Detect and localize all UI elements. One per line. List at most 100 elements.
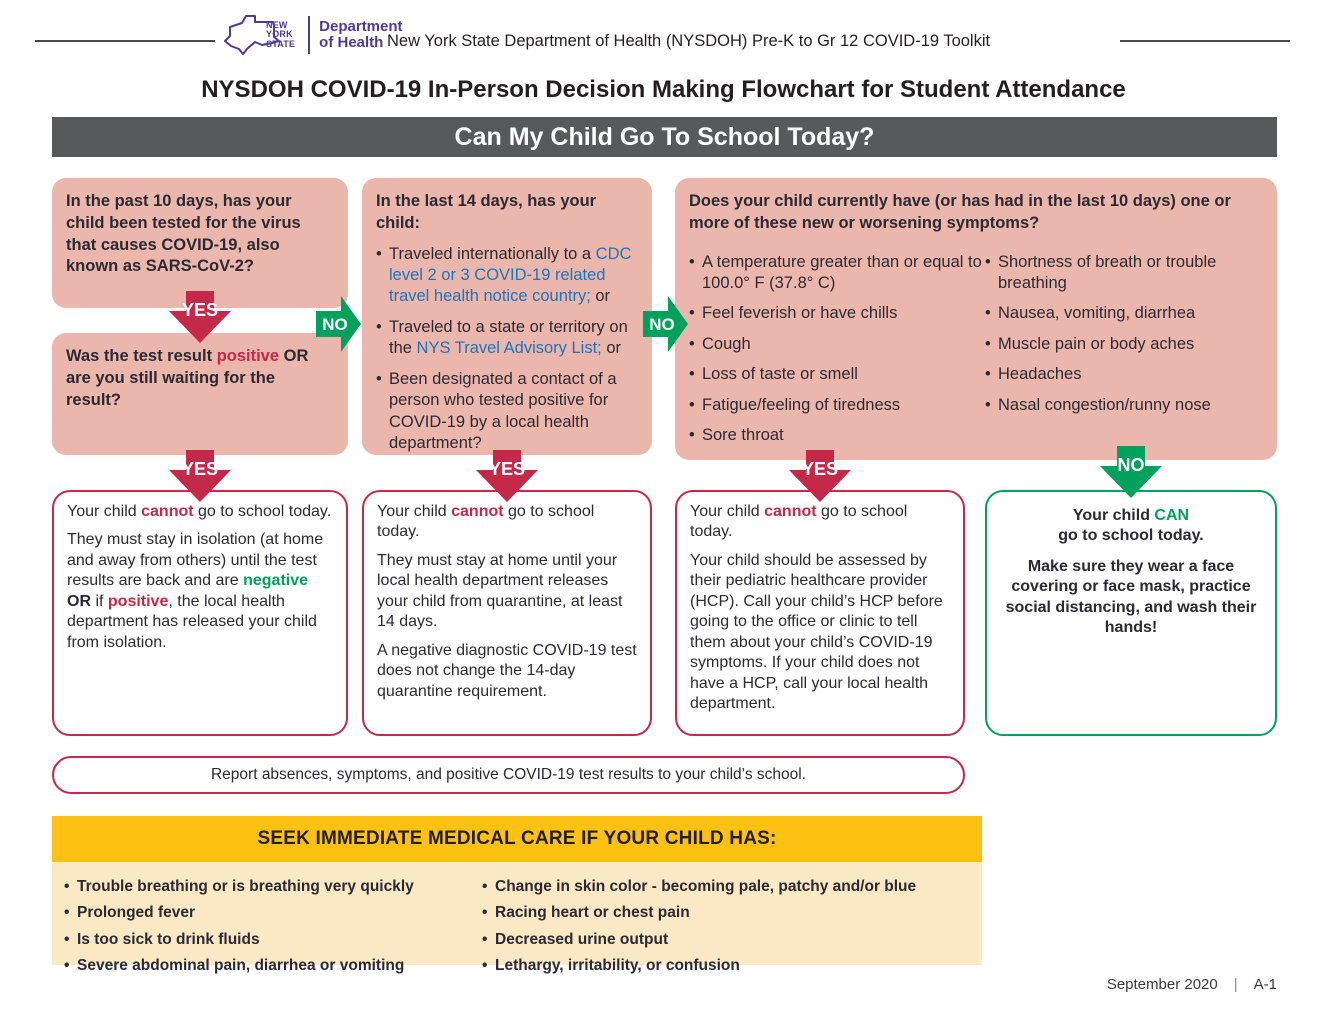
text-segment: CAN [1154, 507, 1190, 524]
outcome-box-hcp: Your child cannot go to school today. Yo… [675, 490, 965, 736]
yes-arrow-down-1: YES [169, 291, 231, 343]
text-segment: OR [67, 592, 91, 610]
text-segment: cannot [764, 503, 817, 520]
page-title: NYSDOH COVID-19 In-Person Decision Makin… [201, 76, 1126, 103]
header-rule-left [35, 40, 215, 42]
header-toolkit-text: New York State Department of Health (NYS… [387, 32, 991, 50]
outcome-paragraph: They must stay at home until your local … [377, 551, 637, 633]
report-absences-box: Report absences, symptoms, and positive … [52, 756, 965, 794]
bullet-dot: • [689, 426, 695, 445]
no-arrow-right-2: NO [643, 296, 688, 352]
bullet-dot: • [985, 304, 991, 323]
bullet-dot: • [376, 369, 382, 388]
text-segment: if [91, 592, 108, 610]
logo-dept-line: of Health [319, 34, 384, 51]
bullet-text: Nasal congestion/runny nose [998, 395, 1211, 414]
yes-arrow-down-3: YES [476, 450, 538, 502]
bullet-text: Prolonged fever [77, 904, 195, 922]
seek-care-columns: • Trouble breathing or is breathing very … [64, 870, 970, 976]
bullet-dot: • [482, 930, 488, 948]
bullet-text: Traveled to a state or territory on the … [389, 318, 628, 357]
text-segment: go to school today. [377, 503, 595, 541]
bullet-dot: • [985, 365, 991, 384]
text-segment: Been designated a contact of a person wh… [389, 369, 617, 453]
bullet-item: • Change in skin color - becoming pale, p… [482, 877, 970, 896]
bullet-text: Feel feverish or have chills [702, 304, 898, 323]
bullet-item: • Prolonged fever [64, 903, 482, 922]
bullet-item: •Severe abdominal pain, diarrhea or vomi… [64, 956, 482, 975]
bullet-text: Trouble breathing or is breathing very q… [77, 878, 414, 895]
outcome-paragraph: They must stay in isolation (at home and… [67, 530, 333, 653]
symptom-columns: •A temperature greater than or equal to … [689, 243, 1263, 447]
bullet-text: Cough [702, 334, 751, 353]
text-segment: or [601, 339, 622, 358]
bullet-text: Traveled internationally to a CDC level … [389, 245, 631, 306]
question-box-tested: In the past 10 days, has your child been… [52, 178, 348, 308]
bullet-dot: • [689, 304, 695, 323]
bullet-text: Headaches [998, 365, 1082, 384]
outcome-paragraph: Your child cannot go to school today. [690, 502, 950, 543]
bullet-item: • Been designated a contact of a person w… [376, 369, 638, 455]
text-segment: Was the test result [66, 347, 217, 365]
bullet-text: A temperature greater than or equal to 1… [702, 252, 982, 292]
bullet-dot: • [689, 395, 695, 414]
bullet-dot: • [64, 904, 70, 922]
bullet-text: Is too sick to drink fluids [77, 930, 260, 948]
bullet-dot: • [376, 317, 382, 336]
logo-dept-line: Department [319, 17, 403, 35]
question-text: Was the test result positive OR are you … [66, 346, 334, 411]
bullet-text: Sore throat [702, 426, 784, 445]
question-text: In the past 10 days, has your child been… [66, 191, 334, 278]
seek-care-list-right: • Change in skin color - becoming pale, p… [482, 870, 970, 976]
bullet-text: Decreased urine output [495, 930, 669, 948]
bullet-dot: • [64, 930, 70, 948]
no-arrow-label: NO [649, 315, 675, 334]
text-segment: Traveled internationally to a [389, 244, 596, 263]
link[interactable]: CDC level 2 or 3 COVID-19 related travel… [389, 244, 632, 306]
text-segment: Your child [1072, 507, 1155, 524]
bullet-item: •Racing heart or chest pain [482, 903, 970, 922]
outcome-box-can-go: Your child CAN go to school today. Make s… [985, 490, 1277, 736]
banner-question: Can My Child Go To School Today? [52, 117, 1277, 157]
question-bullet-list: • Traveled internationally to a CDC level… [376, 244, 638, 455]
text-segment: Make sure they wear a face covering or f… [1005, 557, 1257, 637]
text-segment: go to school today. [1058, 527, 1204, 545]
bullet-item: •Lethargy, irritability, or confusion [482, 956, 970, 975]
yes-arrow-label: YES [182, 459, 218, 479]
link[interactable]: NYS Travel Advisory List; [416, 339, 602, 358]
outcome-paragraph: Your child CAN go to school today. [1000, 506, 1262, 547]
outcome-paragraph: Your child cannot go to school today. [377, 502, 637, 543]
bullet-item: • Sore throat [689, 425, 985, 446]
text-segment: Traveled to a state or territory on the [389, 317, 628, 358]
text-segment: Your child [377, 503, 452, 520]
text-segment: They must stay at home until your local … [377, 551, 623, 631]
question-box-symptoms: Does your child currently have (or has h… [675, 178, 1277, 460]
logo-divider [308, 16, 311, 54]
bullet-dot: • [482, 878, 488, 895]
bullet-item: •Shortness of breath or trouble breathin… [985, 252, 1263, 295]
question-box-test-result: Was the test result positive OR are you … [52, 333, 348, 455]
outcome-box-quarantine: Your child cannot go to school today. Th… [362, 490, 652, 736]
text-segment: cannot [451, 503, 504, 520]
nysdoh-logo: NEW YORK STATE Department of Health [222, 12, 403, 58]
yes-arrow-label: YES [802, 459, 838, 479]
bullet-item: • Decreased urine output [482, 930, 970, 949]
bullet-text: Been designated a contact of a person wh… [389, 370, 617, 452]
bullet-dot: • [64, 957, 70, 975]
bullet-item: • Traveled to a state or territory on the… [376, 317, 638, 360]
bullet-item: •Cough [689, 334, 985, 355]
text-segment: positive [216, 347, 280, 365]
text-segment: go to school today. [193, 503, 332, 520]
bullet-dot: • [482, 957, 488, 975]
bullet-text: Change in skin color - becoming pale, pa… [495, 878, 917, 895]
bullet-item: • Is too sick to drink fluids [64, 930, 482, 949]
bullet-text: Muscle pain or body aches [998, 334, 1195, 353]
no-arrow-label: NO [1118, 455, 1145, 475]
yes-arrow-label: YES [489, 459, 525, 479]
symptom-list-left: • A temperature greater than or equal to … [689, 243, 985, 447]
text-segment: positive [107, 592, 169, 610]
text-segment: Your child [67, 503, 142, 520]
bullet-item: • Headaches [985, 364, 1263, 385]
bullet-dot: • [985, 334, 991, 353]
logo-dept-text: Department of Health [319, 17, 403, 51]
